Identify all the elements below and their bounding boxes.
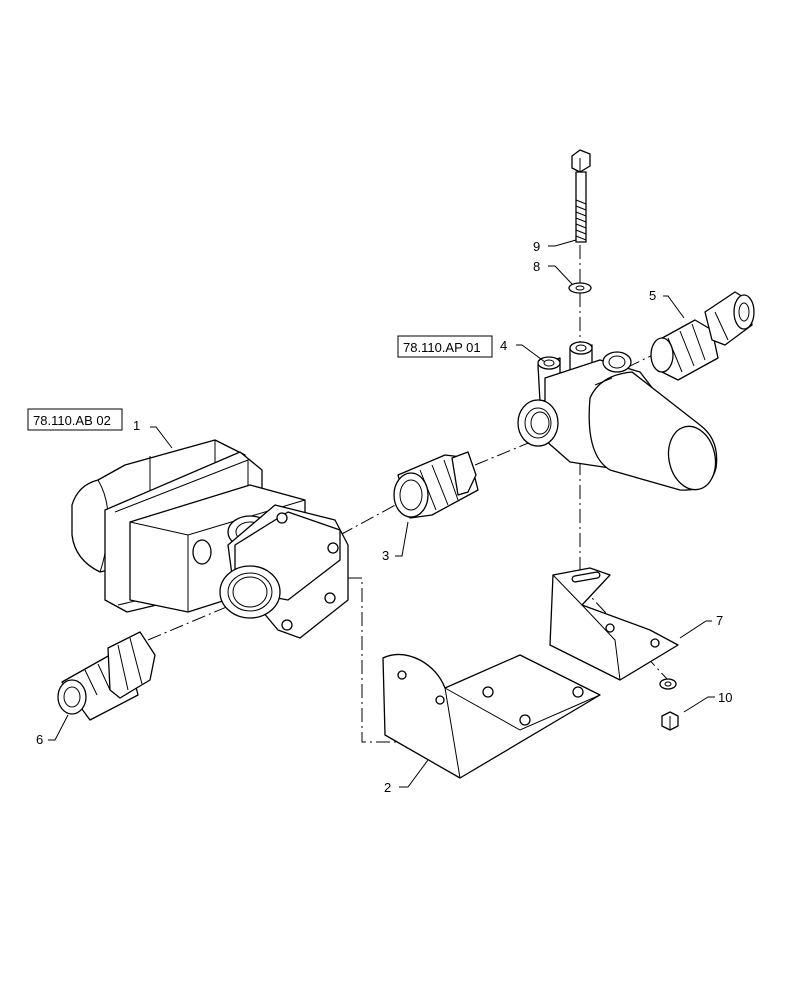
leader-lines: [48, 239, 715, 788]
reference-label-ab[interactable]: 78.110.AB 02: [27, 408, 123, 431]
part-10-nut-washer: [659, 678, 679, 731]
callout-10: 10: [718, 690, 732, 705]
part-8-washer: [568, 282, 592, 294]
part-2-bracket: [382, 653, 601, 779]
callouts: 1 2 3 4 5 6 7 8 9 10: [36, 239, 732, 795]
reference-label-ap[interactable]: 78.110.AP 01: [397, 335, 493, 358]
part-5-hose-barb: [650, 291, 755, 381]
callout-2: 2: [384, 780, 391, 795]
part-6-hose-barb: [57, 631, 156, 721]
reference-text-ap: 78.110.AP 01: [403, 340, 481, 355]
part-1-outlet-flange: [219, 504, 349, 639]
callout-4: 4: [500, 338, 507, 353]
callout-3: 3: [382, 548, 389, 563]
callout-8: 8: [533, 259, 540, 274]
callout-1: 1: [133, 418, 140, 433]
part-7-bracket: [549, 567, 679, 681]
callout-5: 5: [649, 288, 656, 303]
callout-6: 6: [36, 732, 43, 747]
callout-7: 7: [716, 613, 723, 628]
part-9-bolt: [571, 149, 591, 243]
reference-text-ab: 78.110.AB 02: [33, 413, 111, 428]
part-3-threaded-nipple: [393, 451, 479, 519]
part-4-regulator-valve: [517, 341, 718, 491]
callout-9: 9: [533, 239, 540, 254]
